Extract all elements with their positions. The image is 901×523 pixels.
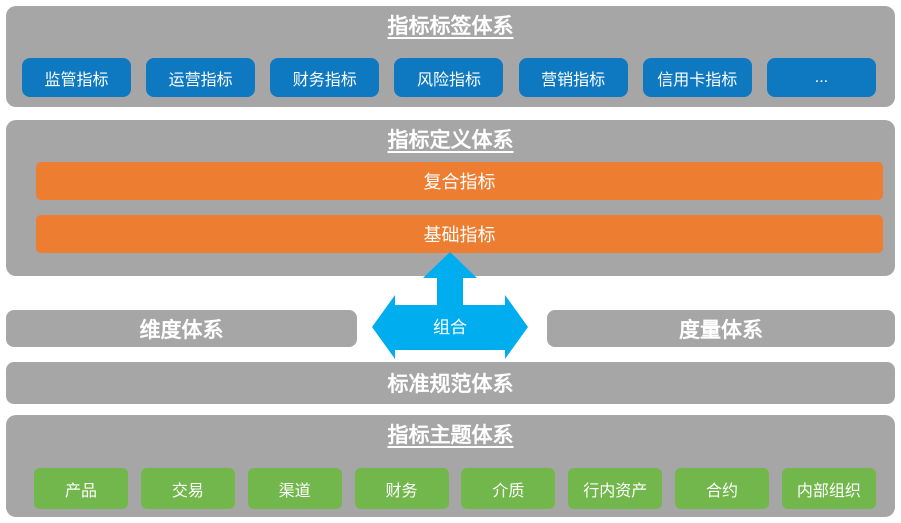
theme-finance: 财务 xyxy=(354,468,449,509)
combine-arrow-label: 组合 xyxy=(433,318,467,337)
definition-system-title: 指标定义体系 xyxy=(387,129,514,152)
tag-regulatory: 监管指标 xyxy=(22,58,131,97)
dimension-system-label: 维度体系 xyxy=(139,318,224,342)
standard-system-stripe: 标准规范体系 xyxy=(6,362,895,404)
tag-finance: 财务指标 xyxy=(270,58,380,97)
theme-internal-org: 内部组织 xyxy=(781,468,876,509)
tag-risk: 风险指标 xyxy=(394,58,504,97)
theme-transaction: 交易 xyxy=(140,468,235,509)
tag-system-panel: 指标标签体系 监管指标 运营指标 财务指标 风险指标 营销指标 信用卡指标 ..… xyxy=(6,6,895,107)
theme-button-row: 产品 交易 渠道 财务 介质 行内资产 合约 内部组织 xyxy=(34,468,876,509)
tag-operations: 运营指标 xyxy=(146,58,256,97)
theme-channel: 渠道 xyxy=(247,468,342,509)
theme-product: 产品 xyxy=(34,468,128,509)
tag-ellipsis: ... xyxy=(766,58,876,97)
measure-system-label: 度量体系 xyxy=(679,318,763,342)
standard-system-label: 标准规范体系 xyxy=(387,373,514,396)
combine-three-way-arrow-icon: 组合 xyxy=(372,252,528,359)
theme-bank-assets: 行内资产 xyxy=(568,468,663,509)
theme-system-panel: 指标主题体系 产品 交易 渠道 财务 介质 行内资产 合约 内部组织 xyxy=(6,415,895,517)
tag-marketing: 营销指标 xyxy=(518,58,628,97)
composite-indicator-bar: 复合指标 xyxy=(36,162,883,200)
tag-button-row: 监管指标 运营指标 财务指标 风险指标 营销指标 信用卡指标 ... xyxy=(22,58,876,97)
tag-system-title: 指标标签体系 xyxy=(387,15,514,38)
theme-contract: 合约 xyxy=(675,468,770,509)
tag-credit-card: 信用卡指标 xyxy=(642,58,752,97)
measure-system-box: 度量体系 xyxy=(547,310,895,347)
basic-indicator-bar: 基础指标 xyxy=(36,215,883,253)
definition-system-panel: 指标定义体系 复合指标 基础指标 xyxy=(6,120,895,276)
dimension-system-box: 维度体系 xyxy=(6,310,357,347)
theme-medium: 介质 xyxy=(461,468,556,509)
theme-system-title: 指标主题体系 xyxy=(387,424,514,447)
